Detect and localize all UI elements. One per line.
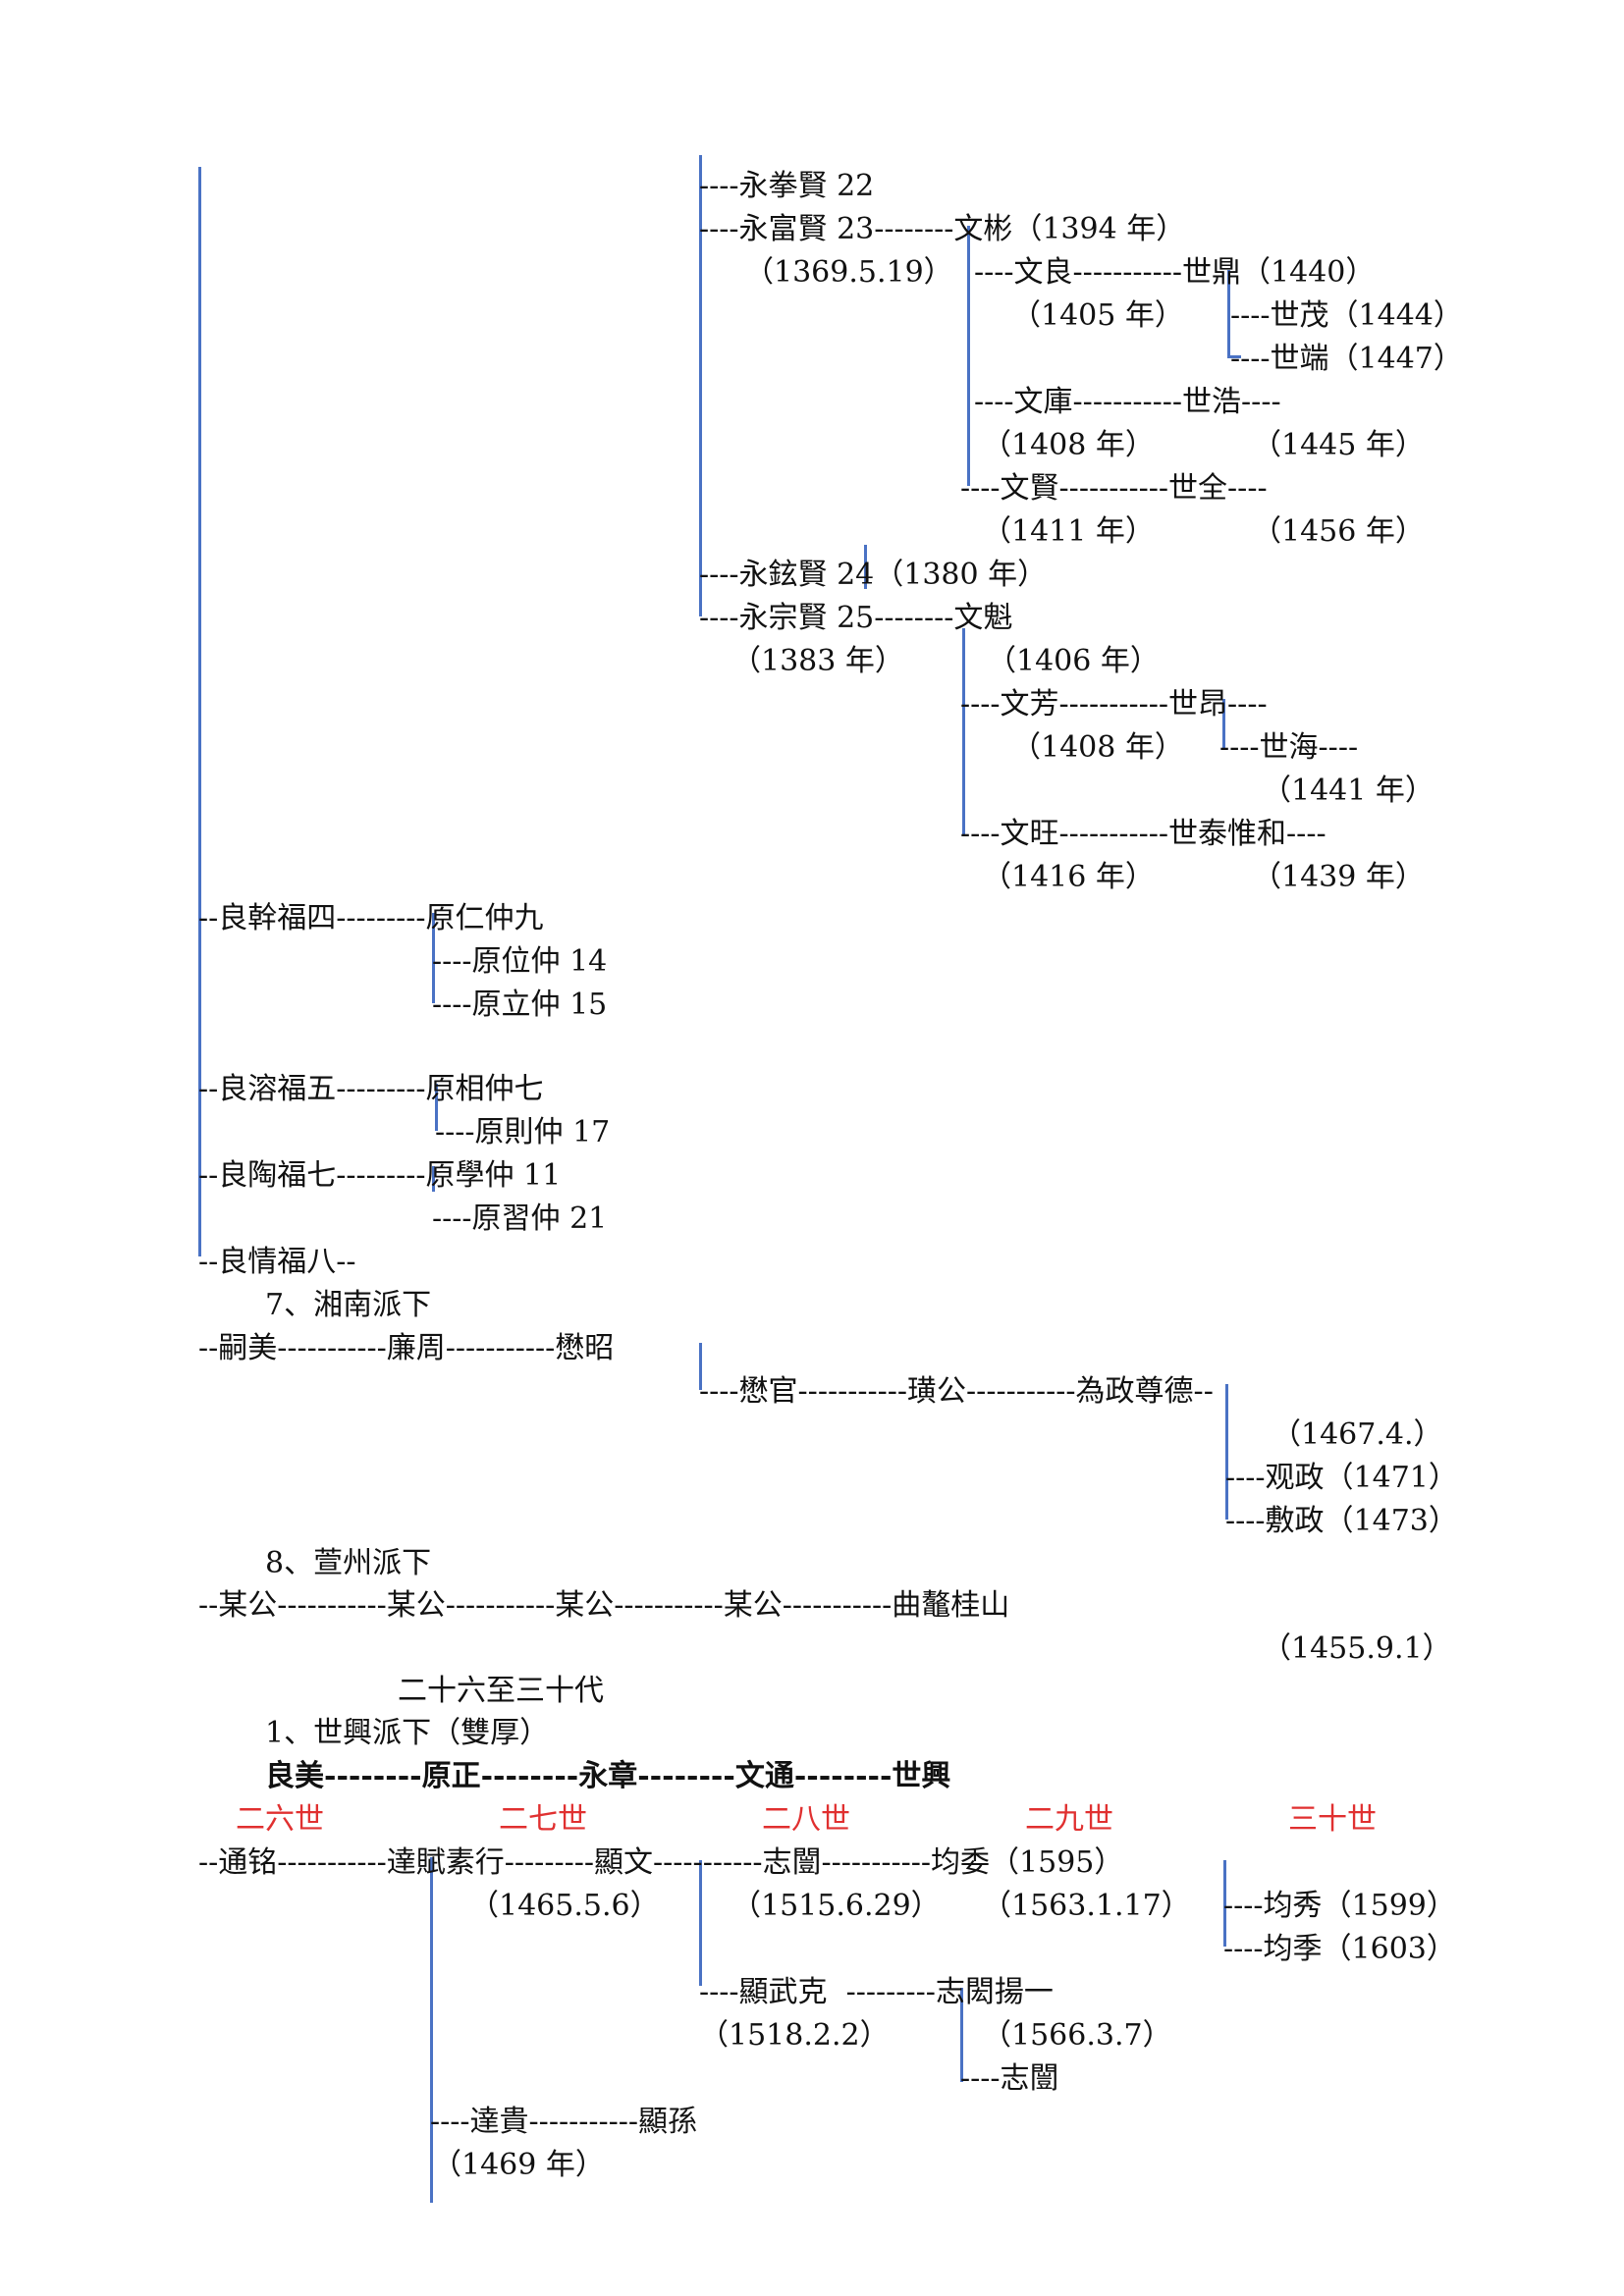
tree-line <box>699 155 702 616</box>
tree-node: ----均季（1603） <box>1223 1932 1456 1966</box>
tree-node: ----观政（1471） <box>1225 1461 1458 1495</box>
tree-node: --嗣美-----------廉周-----------懋昭 <box>198 1331 615 1365</box>
tree-node: ----永富賢 23--------文彬（1394 年） <box>699 212 1186 246</box>
tree-date: （1439 年） <box>1252 860 1425 894</box>
tree-date: （1515.6.29） <box>731 1889 941 1923</box>
tree-line <box>1223 1860 1226 1947</box>
tree-date: （1469 年） <box>432 2148 605 2182</box>
tree-line <box>699 1343 702 1390</box>
tree-node: ----達貴-----------顯孫 <box>430 2105 698 2139</box>
tree-node: ----懋官-----------璜公-----------為政尊德-- <box>699 1374 1214 1409</box>
lineage-header: 良美--------原正--------永章--------文通--------… <box>265 1759 951 1793</box>
tree-node: --某公-----------某公-----------某公----------… <box>198 1588 1010 1623</box>
section-heading: 8、萱州派下 <box>265 1546 432 1580</box>
tree-date: （1369.5.19） <box>744 255 953 290</box>
tree-node: ----文賢-----------世全---- <box>960 471 1268 506</box>
tree-line <box>1227 355 1241 358</box>
tree-node: ----永宗賢 25--------文魁 <box>699 601 1013 635</box>
tree-date: （1445 年） <box>1252 428 1425 462</box>
section-heading: 7、湘南派下 <box>265 1288 432 1322</box>
tree-date: （1467.4.） <box>1272 1417 1443 1452</box>
tree-node: ----永鉉賢 24（1380 年） <box>699 558 1048 592</box>
tree-node: --良溶福五---------原相仲七 <box>198 1072 544 1106</box>
tree-line <box>699 1860 702 1986</box>
tree-line <box>1225 1384 1228 1520</box>
tree-date: （1566.3.7） <box>982 2018 1172 2053</box>
section-heading: 1、世興派下（雙厚） <box>265 1716 550 1750</box>
tree-node: --良陶福七---------原學仲 11 <box>198 1158 562 1193</box>
tree-line <box>432 1166 435 1192</box>
generation-label: 二九世 <box>1025 1802 1113 1837</box>
generation-label: 二八世 <box>762 1802 850 1837</box>
tree-line <box>864 545 867 589</box>
tree-line <box>960 1988 963 2082</box>
section-heading: 二十六至三十代 <box>398 1674 604 1708</box>
tree-line <box>430 1857 433 2203</box>
tree-date: （1456 年） <box>1252 514 1425 549</box>
tree-node: ----文庫-----------世浩---- <box>974 385 1281 419</box>
tree-date: （1455.9.1） <box>1262 1631 1452 1666</box>
tree-node: ----原立仲 15 <box>432 988 608 1022</box>
tree-date: （1406 年） <box>987 644 1160 678</box>
tree-date: （1441 年） <box>1262 774 1435 808</box>
tree-date: （1405 年） <box>1011 298 1184 333</box>
tree-date: （1411 年） <box>982 514 1155 549</box>
tree-line <box>435 1084 438 1131</box>
tree-node: --良幹福四---------原仁仲九 <box>198 901 544 935</box>
tree-node: ----原位仲 14 <box>432 944 608 979</box>
generation-label: 三十世 <box>1288 1802 1377 1837</box>
generation-label: 二七世 <box>499 1802 587 1837</box>
tree-date: （1408 年） <box>1011 730 1184 765</box>
tree-line <box>198 167 201 1256</box>
tree-date: （1563.1.17） <box>982 1889 1191 1923</box>
tree-node: ----顯武克 ---------志閎揚一 <box>699 1975 1054 2009</box>
tree-node: ----原則仲 17 <box>435 1115 611 1149</box>
tree-node: ----敷政（1473） <box>1225 1504 1458 1538</box>
tree-node: ----世海---- <box>1219 730 1359 765</box>
tree-node: ----原習仲 21 <box>432 1201 608 1236</box>
tree-node: ----志闓 <box>960 2061 1059 2096</box>
tree-line <box>432 913 435 1003</box>
tree-line <box>967 226 970 486</box>
tree-node: ----世端（1447） <box>1230 342 1463 376</box>
tree-node: --良情福八-- <box>198 1245 356 1279</box>
tree-node: --通铭-----------達賦素行---------顯文----------… <box>198 1845 1124 1880</box>
tree-node: ----文良-----------世鼎（1440） <box>974 255 1376 290</box>
tree-date: （1416 年） <box>982 860 1155 894</box>
tree-date: （1465.5.6） <box>469 1889 660 1923</box>
generation-label: 二六世 <box>236 1802 324 1837</box>
tree-date: （1383 年） <box>731 644 904 678</box>
tree-line <box>1227 270 1230 358</box>
tree-line <box>1222 699 1225 748</box>
tree-node: ----永拳賢 22 <box>699 169 875 203</box>
tree-date: （1408 年） <box>982 428 1155 462</box>
tree-node: ----文芳-----------世昂---- <box>960 687 1268 721</box>
tree-node: ----均秀（1599） <box>1223 1889 1456 1923</box>
tree-node: ----世茂（1444） <box>1230 298 1463 333</box>
tree-node: ----文旺-----------世泰惟和---- <box>960 817 1326 851</box>
tree-date: （1518.2.2） <box>699 2018 890 2053</box>
tree-line <box>962 628 965 834</box>
